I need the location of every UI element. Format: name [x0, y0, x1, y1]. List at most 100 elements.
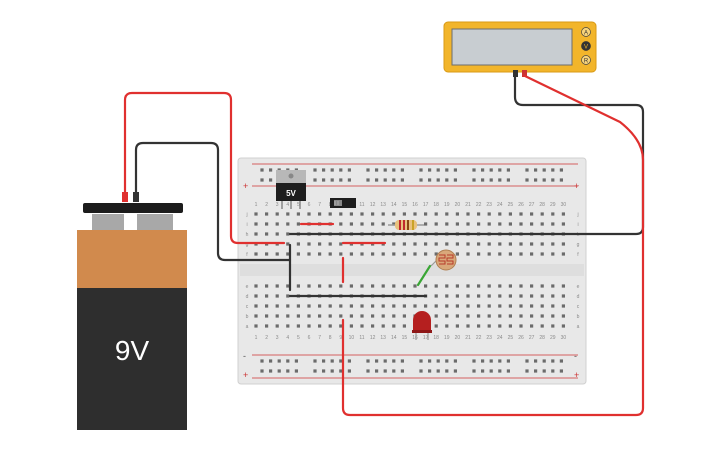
terminal-hole[interactable]: [455, 222, 459, 226]
terminal-hole[interactable]: [265, 314, 269, 318]
terminal-hole[interactable]: [540, 284, 544, 288]
rail-hole[interactable]: [559, 178, 563, 182]
terminal-hole[interactable]: [371, 252, 375, 256]
rail-hole[interactable]: [489, 178, 493, 182]
mode-button-a[interactable]: A: [581, 27, 591, 37]
rail-hole[interactable]: [506, 359, 510, 363]
terminal-hole[interactable]: [392, 242, 396, 246]
rail-hole[interactable]: [313, 178, 317, 182]
rail-hole[interactable]: [339, 178, 343, 182]
terminal-hole[interactable]: [254, 232, 258, 236]
rail-hole[interactable]: [269, 369, 273, 373]
terminal-hole[interactable]: [349, 324, 353, 328]
terminal-hole[interactable]: [455, 294, 459, 298]
rail-hole[interactable]: [506, 178, 510, 182]
terminal-hole[interactable]: [445, 284, 449, 288]
terminal-hole[interactable]: [466, 242, 470, 246]
terminal-hole[interactable]: [445, 314, 449, 318]
rail-hole[interactable]: [347, 178, 351, 182]
terminal-hole[interactable]: [498, 314, 502, 318]
rail-hole[interactable]: [392, 359, 396, 363]
rail-hole[interactable]: [339, 359, 343, 363]
terminal-hole[interactable]: [392, 222, 396, 226]
terminal-hole[interactable]: [318, 252, 322, 256]
terminal-hole[interactable]: [392, 324, 396, 328]
rail-hole[interactable]: [313, 369, 317, 373]
terminal-hole[interactable]: [381, 314, 385, 318]
terminal-hole[interactable]: [286, 222, 290, 226]
rail-hole[interactable]: [330, 359, 334, 363]
rail-hole[interactable]: [481, 178, 485, 182]
terminal-hole[interactable]: [508, 212, 512, 216]
terminal-hole[interactable]: [360, 324, 364, 328]
wire-red-battery[interactable]: [123, 91, 264, 245]
rail-hole[interactable]: [534, 369, 538, 373]
terminal-hole[interactable]: [519, 304, 523, 308]
terminal-hole[interactable]: [307, 324, 311, 328]
rail-hole[interactable]: [506, 168, 510, 172]
rail-hole[interactable]: [375, 178, 379, 182]
terminal-hole[interactable]: [328, 284, 332, 288]
rail-hole[interactable]: [269, 168, 273, 172]
rail-hole[interactable]: [392, 178, 396, 182]
rail-hole[interactable]: [559, 168, 563, 172]
rail-hole[interactable]: [525, 369, 529, 373]
rail-hole[interactable]: [347, 369, 351, 373]
rail-hole[interactable]: [339, 168, 343, 172]
terminal-hole[interactable]: [349, 304, 353, 308]
terminal-hole[interactable]: [296, 284, 300, 288]
rail-hole[interactable]: [472, 168, 476, 172]
terminal-hole[interactable]: [445, 294, 449, 298]
terminal-hole[interactable]: [519, 212, 523, 216]
terminal-hole[interactable]: [551, 314, 555, 318]
multimeter[interactable]: A V R: [443, 21, 597, 77]
rail-hole[interactable]: [542, 178, 546, 182]
terminal-hole[interactable]: [381, 252, 385, 256]
rail-hole[interactable]: [525, 359, 529, 363]
terminal-hole[interactable]: [254, 212, 258, 216]
wires[interactable]: [122, 74, 645, 417]
terminal-hole[interactable]: [477, 242, 481, 246]
rail-hole[interactable]: [498, 168, 502, 172]
terminal-hole[interactable]: [508, 324, 512, 328]
rail-hole[interactable]: [428, 168, 432, 172]
terminal-hole[interactable]: [360, 222, 364, 226]
rail-hole[interactable]: [445, 359, 449, 363]
terminal-hole[interactable]: [402, 314, 406, 318]
terminal-hole[interactable]: [286, 314, 290, 318]
terminal-hole[interactable]: [307, 284, 311, 288]
rail-hole[interactable]: [436, 369, 440, 373]
terminal-hole[interactable]: [445, 242, 449, 246]
terminal-hole[interactable]: [424, 252, 428, 256]
rail-hole[interactable]: [383, 178, 387, 182]
terminal-hole[interactable]: [445, 324, 449, 328]
terminal-hole[interactable]: [307, 242, 311, 246]
terminal-hole[interactable]: [551, 294, 555, 298]
rail-hole[interactable]: [419, 369, 423, 373]
terminal-hole[interactable]: [307, 304, 311, 308]
wire-black-multimeter[interactable]: [288, 74, 645, 236]
rail-hole[interactable]: [534, 178, 538, 182]
rail-hole[interactable]: [472, 359, 476, 363]
terminal-hole[interactable]: [339, 212, 343, 216]
rail-hole[interactable]: [506, 369, 510, 373]
terminal-hole[interactable]: [530, 294, 534, 298]
rail-hole[interactable]: [436, 359, 440, 363]
terminal-hole[interactable]: [296, 324, 300, 328]
terminal-hole[interactable]: [318, 212, 322, 216]
terminal-hole[interactable]: [508, 314, 512, 318]
terminal-hole[interactable]: [265, 324, 269, 328]
rail-hole[interactable]: [330, 369, 334, 373]
terminal-hole[interactable]: [455, 252, 459, 256]
rail-hole[interactable]: [551, 168, 555, 172]
rail-hole[interactable]: [453, 168, 457, 172]
terminal-hole[interactable]: [392, 212, 396, 216]
terminal-hole[interactable]: [519, 314, 523, 318]
led[interactable]: [412, 311, 432, 340]
terminal-hole[interactable]: [561, 324, 565, 328]
terminal-hole[interactable]: [318, 314, 322, 318]
terminal-hole[interactable]: [286, 324, 290, 328]
terminal-hole[interactable]: [381, 304, 385, 308]
rail-hole[interactable]: [392, 369, 396, 373]
